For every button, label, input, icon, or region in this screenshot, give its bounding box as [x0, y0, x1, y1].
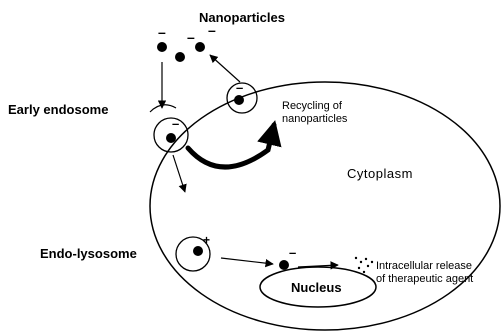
negative-charge: – — [172, 116, 179, 131]
nanoparticles-label: Nanoparticles — [199, 10, 285, 25]
nanoparticle — [234, 95, 244, 105]
cytoplasm-label: Cytoplasm — [347, 166, 413, 181]
negative-charge: – — [187, 29, 195, 45]
membrane-invagination — [150, 105, 176, 112]
therapeutic-agent-dots — [355, 257, 373, 273]
release-label-line2: of therapeutic agent — [376, 273, 473, 285]
release-label-line1: Intracellular release — [376, 260, 472, 272]
endo-lysosome-label: Endo-lysosome — [40, 246, 137, 261]
nanoparticle — [175, 52, 185, 62]
recycling-curved-arrow — [188, 125, 274, 167]
nanoparticle — [279, 260, 289, 270]
positive-charge: + — [203, 233, 210, 247]
escape-arrow — [221, 258, 273, 264]
nanoparticle — [193, 246, 203, 256]
recycling-label-line1: Recycling of — [282, 100, 343, 112]
exocytosis-arrow — [210, 55, 240, 82]
nanoparticle — [195, 42, 205, 52]
nanoparticle — [157, 42, 167, 52]
nucleus-label: Nucleus — [291, 280, 342, 295]
maturation-arrow — [173, 155, 185, 192]
nanoparticle — [166, 133, 176, 143]
negative-charge: – — [289, 245, 296, 260]
negative-charge: – — [158, 24, 166, 40]
recycling-label-line2: nanoparticles — [282, 113, 348, 125]
early-endosome-label: Early endosome — [8, 102, 108, 117]
